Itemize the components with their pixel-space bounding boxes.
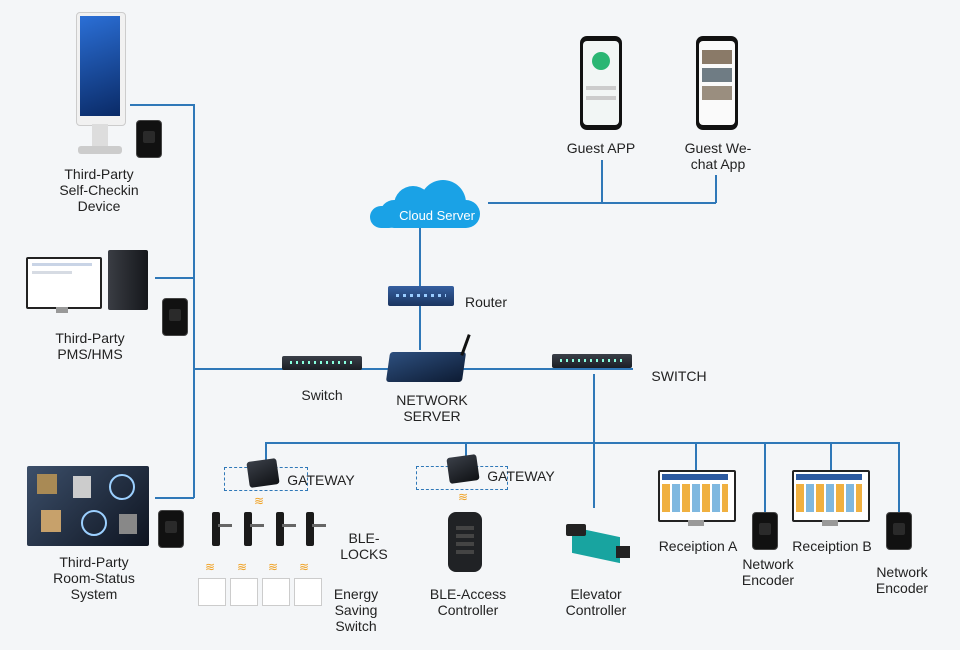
ble-lock-2 [244,512,264,546]
wifi-icon: ≋ [458,490,469,504]
energy-switch-4 [294,578,322,606]
gateway2-link [465,442,467,462]
room-status-image [27,466,149,546]
reception-a-monitor [658,470,736,528]
room-status-card-reader [158,510,184,548]
elevator-controller-device [566,524,630,564]
wifi-icon: ≋ [205,560,216,574]
guest-app-link [601,160,603,203]
gateway1-link [265,442,267,466]
reception-b-label: Receiption B [792,538,872,554]
ble-lock-1 [212,512,232,546]
encoder-a-device [752,512,778,550]
wifi-icon: ≋ [299,560,310,574]
reception-a-link [695,442,697,470]
self-checkin-kiosk [68,12,130,157]
wechat-app-label: Guest We-chat App [684,140,752,172]
encoder-a-link [764,442,766,512]
room-status-link [155,497,194,499]
wechat-app-link [715,175,717,203]
energy-switch-1 [198,578,226,606]
ble-access-controller-device [448,512,482,572]
backbone-line [193,104,195,498]
ble-lock-3 [276,512,296,546]
energy-switch-2 [230,578,258,606]
reception-b-link [830,442,832,470]
pms-monitor [26,257,102,315]
kiosk-link [130,104,194,106]
gateway2-label: GATEWAY [487,468,555,484]
encoder-b-device [886,512,912,550]
router-device [388,286,454,306]
router-label: Router [464,294,508,310]
pms-card-reader [162,298,188,336]
left-switch-label: Switch [301,387,343,403]
gateway1-label: GATEWAY [287,472,355,488]
switch-down-link [593,374,595,508]
guest-app-label: Guest APP [566,140,636,156]
cloud-app-link [488,202,716,204]
pms-link [155,277,194,279]
reception-b-monitor [792,470,870,528]
network-server-device [385,334,471,382]
reception-a-label: Receiption A [658,538,738,554]
wifi-icon: ≋ [268,560,279,574]
encoder-b-link [898,442,900,512]
kiosk-card-reader [136,120,162,158]
energy-switch-3 [262,578,290,606]
cloud-router-link [419,228,421,288]
wechat-app-phone [696,36,738,130]
router-server-link [419,306,421,350]
cloud-server-icon [370,180,488,230]
gateway2-device [446,454,480,484]
gateway1-device [246,458,280,488]
ble-locks-label: BLE-LOCKS [340,530,388,562]
bottom-bus-line [265,442,899,444]
wifi-icon: ≋ [254,494,265,508]
ble-lock-4 [306,512,326,546]
right-switch-device [552,354,632,368]
pms-server-tower [108,250,148,310]
right-switch-label: SWITCH [651,368,707,384]
wifi-icon: ≋ [237,560,248,574]
guest-app-phone [580,36,622,130]
left-switch-device [282,356,362,370]
cloud-server-label: Cloud Server [399,208,475,223]
